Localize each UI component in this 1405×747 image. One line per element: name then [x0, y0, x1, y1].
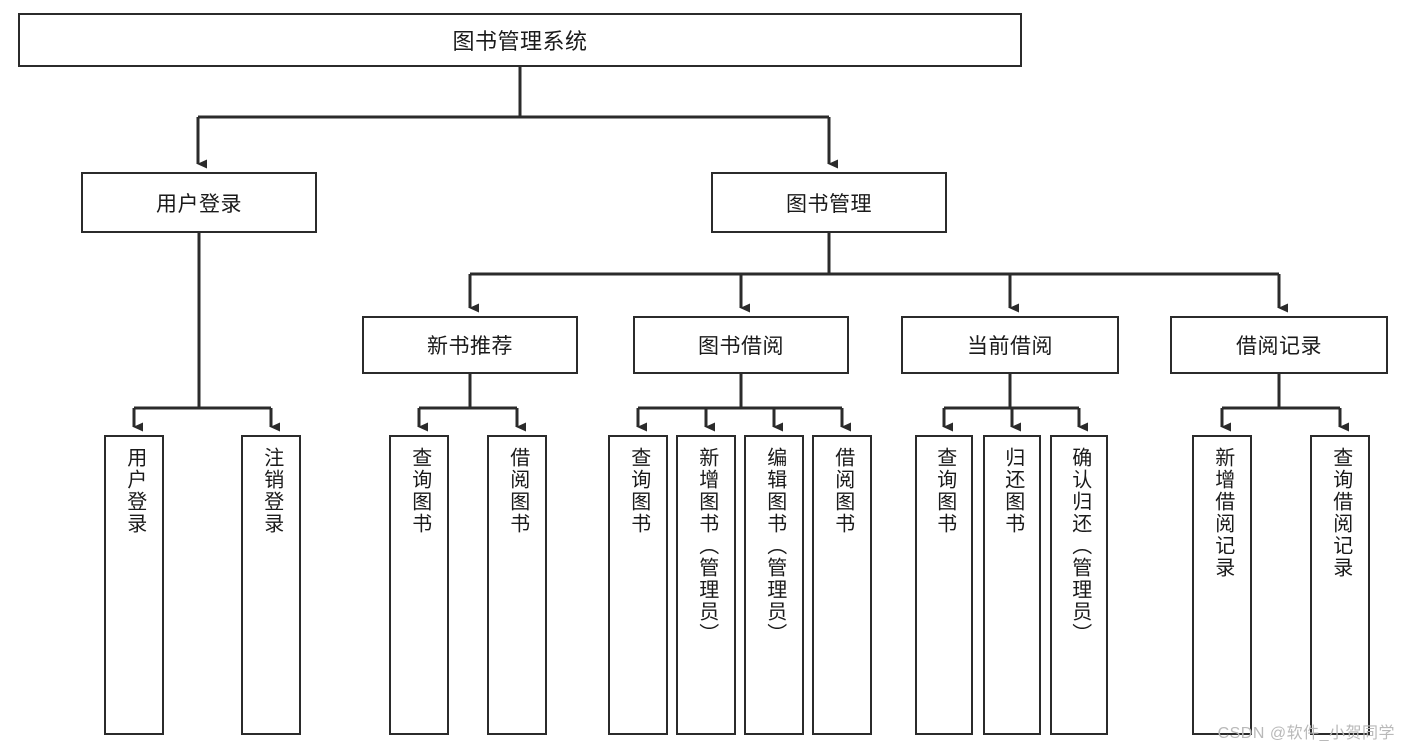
node-new-book-rec-label: 新书推荐 [427, 335, 513, 358]
node-user-login[interactable]: 用户登录 [81, 172, 317, 233]
node-leaf-query-book-rec-label: 查询图书 [408, 447, 431, 535]
node-leaf-query-book-cb[interactable]: 查询图书 [915, 435, 973, 735]
node-leaf-borrow-book-rec[interactable]: 借阅图书 [487, 435, 547, 735]
node-leaf-user-logout-label: 注销登录 [260, 447, 283, 535]
node-current-borrow[interactable]: 当前借阅 [901, 316, 1119, 374]
node-leaf-confirm-return-label: 确认归还（管理员） [1068, 447, 1091, 645]
node-root[interactable]: 图书管理系统 [18, 13, 1022, 67]
node-leaf-add-record[interactable]: 新增借阅记录 [1192, 435, 1252, 735]
node-leaf-edit-book-label: 编辑图书（管理员） [763, 447, 786, 645]
node-leaf-query-book-bb-label: 查询图书 [627, 447, 650, 535]
node-leaf-borrow-book-rec-label: 借阅图书 [506, 447, 529, 535]
node-leaf-add-book-label: 新增图书（管理员） [695, 447, 718, 645]
node-leaf-add-book[interactable]: 新增图书（管理员） [676, 435, 736, 735]
node-root-label: 图书管理系统 [452, 29, 588, 54]
node-leaf-user-logout[interactable]: 注销登录 [241, 435, 301, 735]
node-leaf-borrow-book-bb[interactable]: 借阅图书 [812, 435, 872, 735]
node-borrow-record[interactable]: 借阅记录 [1170, 316, 1388, 374]
node-leaf-query-record[interactable]: 查询借阅记录 [1310, 435, 1370, 735]
node-book-borrow-label: 图书借阅 [698, 335, 784, 358]
node-leaf-query-book-rec[interactable]: 查询图书 [389, 435, 449, 735]
node-leaf-add-record-label: 新增借阅记录 [1211, 447, 1234, 579]
node-leaf-return-book-label: 归还图书 [1001, 447, 1024, 535]
node-leaf-query-book-bb[interactable]: 查询图书 [608, 435, 668, 735]
node-leaf-borrow-book-bb-label: 借阅图书 [831, 447, 854, 535]
node-leaf-edit-book[interactable]: 编辑图书（管理员） [744, 435, 804, 735]
node-book-borrow[interactable]: 图书借阅 [633, 316, 849, 374]
node-borrow-record-label: 借阅记录 [1236, 335, 1322, 358]
node-leaf-confirm-return[interactable]: 确认归还（管理员） [1050, 435, 1108, 735]
node-leaf-query-book-cb-label: 查询图书 [933, 447, 956, 535]
node-leaf-query-record-label: 查询借阅记录 [1329, 447, 1352, 579]
node-book-manage[interactable]: 图书管理 [711, 172, 947, 233]
node-leaf-user-login[interactable]: 用户登录 [104, 435, 164, 735]
node-book-manage-label: 图书管理 [786, 192, 872, 216]
watermark: CSDN @软件_小贺同学 [1217, 725, 1395, 742]
node-current-borrow-label: 当前借阅 [967, 335, 1053, 358]
node-user-login-label: 用户登录 [156, 192, 242, 216]
node-new-book-rec[interactable]: 新书推荐 [362, 316, 578, 374]
node-leaf-return-book[interactable]: 归还图书 [983, 435, 1041, 735]
node-leaf-user-login-label: 用户登录 [123, 447, 146, 535]
